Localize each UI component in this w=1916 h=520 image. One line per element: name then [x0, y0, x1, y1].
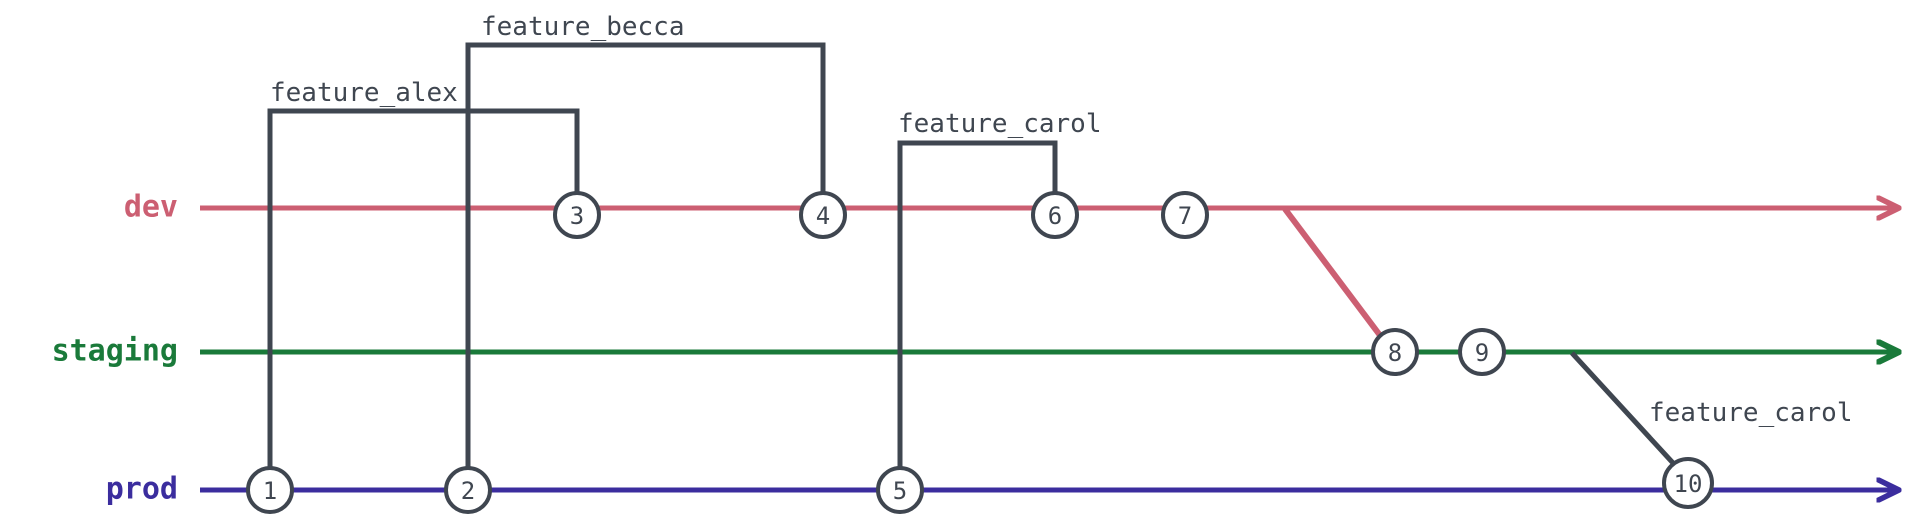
commit-label-1: 1 [263, 477, 277, 505]
commit-circle-7[interactable] [1161, 191, 1209, 239]
branch-paths [267, 42, 1675, 468]
lane-label-dev: dev [124, 190, 178, 225]
lane-lines [200, 208, 1894, 490]
commit-label-10: 10 [1674, 470, 1703, 498]
branch-path-feature-alex [267, 108, 580, 468]
branch-label-feature-alex: feature_alex [270, 78, 458, 108]
commit-node-3[interactable]: 3 [553, 191, 601, 239]
commit-circle-4[interactable] [799, 191, 847, 239]
commit-circle-6[interactable] [1031, 191, 1079, 239]
commit-circle-10[interactable] [1662, 457, 1714, 509]
commit-label-9: 9 [1475, 339, 1489, 367]
merge-lines [1282, 207, 1385, 340]
commit-label-3: 3 [570, 202, 584, 230]
commit-circle-5[interactable] [876, 466, 924, 514]
commit-label-7: 7 [1178, 202, 1192, 230]
branch-path-feature-becca [465, 42, 826, 468]
lane-label-prod: prod [106, 472, 178, 507]
commit-circle-9[interactable] [1458, 328, 1506, 376]
lane-label-staging: staging [52, 334, 178, 369]
commit-circle-3[interactable] [553, 191, 601, 239]
commit-label-2: 2 [461, 477, 475, 505]
commit-node-4[interactable]: 4 [799, 191, 847, 239]
lane-labels: dev staging prod [52, 190, 178, 507]
commit-node-7[interactable]: 7 [1161, 191, 1209, 239]
commit-node-5[interactable]: 5 [876, 466, 924, 514]
commit-label-8: 8 [1388, 339, 1402, 367]
commit-circle-2[interactable] [444, 466, 492, 514]
branch-label-feature-becca: feature_becca [481, 12, 685, 42]
branch-path-feature-carol-2 [1570, 351, 1675, 465]
branch-labels: feature_alex feature_becca feature_carol… [270, 12, 1853, 428]
commit-label-5: 5 [893, 477, 907, 505]
branch-label-feature-carol-2: feature_carol [1649, 398, 1853, 428]
commit-node-2[interactable]: 2 [444, 466, 492, 514]
commit-node-9[interactable]: 9 [1458, 328, 1506, 376]
commit-circle-8[interactable] [1371, 328, 1419, 376]
commit-node-6[interactable]: 6 [1031, 191, 1079, 239]
merge-line-dev-to-staging [1282, 207, 1385, 340]
branch-label-feature-carol-1: feature_carol [898, 109, 1102, 139]
commit-label-4: 4 [816, 202, 830, 230]
branch-path-feature-carol-1 [897, 140, 1058, 468]
commit-node-10[interactable]: 10 [1662, 457, 1714, 509]
commit-nodes: 1 2 3 4 5 6 [246, 191, 1714, 514]
commit-node-1[interactable]: 1 [246, 466, 294, 514]
commit-node-8[interactable]: 8 [1371, 328, 1419, 376]
commit-circle-1[interactable] [246, 466, 294, 514]
commit-label-6: 6 [1048, 202, 1062, 230]
